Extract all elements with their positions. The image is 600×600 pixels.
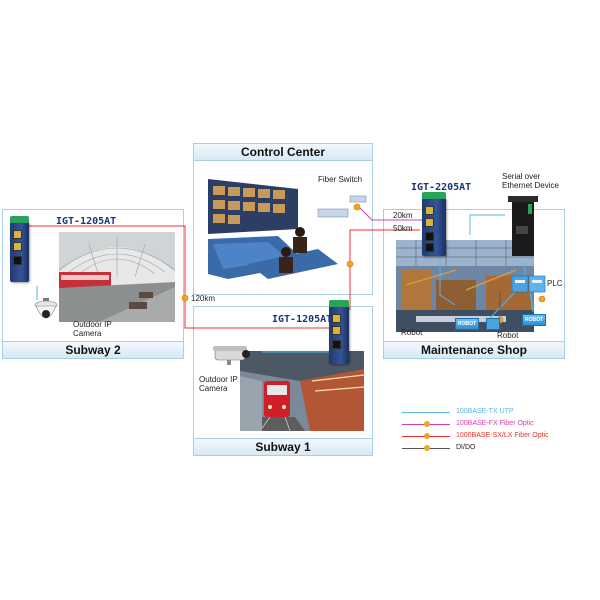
switch-cap (422, 192, 446, 199)
subway1-station-photo (240, 351, 364, 431)
legend-item-dido: DI/DO (402, 444, 572, 454)
robot2-label: Robot (497, 331, 519, 340)
bullet-camera-icon (213, 344, 253, 366)
legend-dot-icon (424, 445, 430, 451)
igt-1205at-subway1-switch (329, 300, 349, 364)
legend-label-sx-lx: 1000BASE-SX/LX Fiber Optic (456, 432, 549, 439)
legend-label-utp: 100BASE-TX UTP (456, 408, 514, 415)
legend: 100BASE-TX UTP 100BASE-FX Fiber Optic 10… (402, 408, 572, 458)
legend-label-fx: 100BASE-FX Fiber Optic (456, 420, 534, 427)
subway2-station-photo (59, 232, 175, 322)
sfp-port (332, 314, 341, 323)
legend-item-fx: 100BASE-FX Fiber Optic (402, 420, 572, 430)
legend-dot-icon (424, 433, 430, 439)
subway2-panel: Subway 2 Outdoor IP Camera (2, 209, 184, 359)
switch-cap (10, 216, 29, 223)
robot1-icon: ROBOT (455, 318, 479, 330)
rj45-port (425, 243, 434, 252)
rj45-port (13, 256, 22, 265)
robot1-label: Robot (401, 328, 423, 337)
igt-1205at-subway2-switch (10, 216, 29, 282)
subway1-switch-label: IGT-1205AT (272, 314, 333, 325)
control-room-photo (208, 174, 358, 284)
distance-120km: 120km (191, 294, 216, 303)
ptz-camera-icon (34, 298, 58, 328)
robot2-icon: ROBOT (522, 314, 546, 326)
legend-item-sx-lx: 1000BASE-SX/LX Fiber Optic (402, 432, 572, 442)
plc-label: PLC (547, 279, 563, 288)
legend-dot-icon (424, 421, 430, 427)
plc-unit-icon (486, 318, 500, 330)
sfp-port (13, 242, 22, 251)
serial-device-icon (508, 196, 538, 258)
subway2-camera-label: Outdoor IP Camera (73, 320, 112, 338)
distance-20km: 20km (393, 211, 413, 220)
legend-label-dido: DI/DO (456, 444, 476, 451)
maintenance-switch-label: IGT-2205AT (411, 182, 472, 193)
sfp-port (332, 326, 341, 335)
subway2-title: Subway 2 (3, 341, 183, 358)
igt-2205at-maintenance-switch (422, 192, 446, 256)
legend-item-utp: 100BASE-TX UTP (402, 408, 572, 418)
rj45-port (425, 232, 434, 241)
sfp-port (13, 230, 22, 239)
switch-cap (329, 300, 349, 307)
subway1-camera-label: Outdoor IP Camera (199, 375, 238, 393)
distance-50km: 50km (393, 224, 413, 233)
subway2-switch-label: IGT-1205AT (56, 216, 117, 227)
maintenance-title: Maintenance Shop (384, 341, 564, 358)
control-center-panel: Control Center Fiber Switch (193, 143, 373, 295)
serial-device-label: Serial over Ethernet Device (502, 172, 559, 190)
sfp-port (425, 218, 434, 227)
control-center-title: Control Center (194, 144, 372, 161)
fiber-switch-label: Fiber Switch (318, 175, 363, 184)
plc-modules-icon (511, 274, 546, 294)
rj45-port (332, 340, 341, 349)
legend-line-utp (402, 412, 450, 413)
subway1-title: Subway 1 (194, 438, 372, 455)
sfp-port (425, 206, 434, 215)
